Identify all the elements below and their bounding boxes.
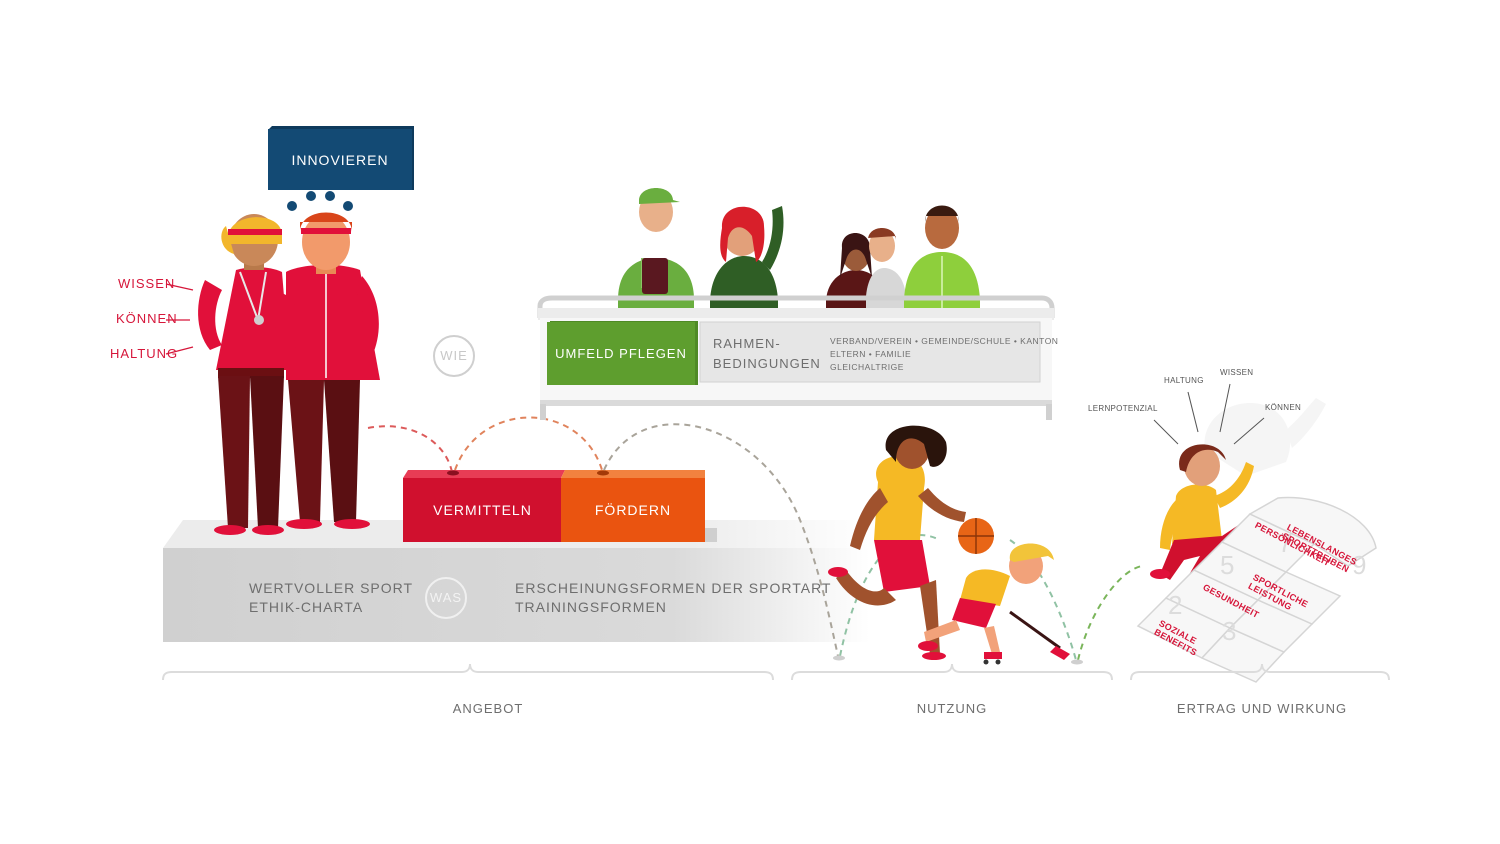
angebot-right-line-1: ERSCHEINUNGSFORMEN DER SPORTART xyxy=(515,580,832,596)
coach-man xyxy=(275,212,380,529)
hop-number: 9 xyxy=(1352,550,1366,580)
angebot-left-line-1: WERTVOLLER SPORT xyxy=(249,580,414,596)
platform-front xyxy=(163,548,870,642)
umfeld-label: UMFELD PFLEGEN xyxy=(555,346,687,361)
vermitteln-top xyxy=(403,470,565,478)
vermitteln-label: VERMITTELN xyxy=(433,502,532,518)
foerdern-top xyxy=(561,470,705,478)
hop-number: 3 xyxy=(1222,616,1236,646)
thought-dot xyxy=(287,201,297,211)
spectators xyxy=(618,188,980,310)
bounce-arc xyxy=(1077,565,1143,661)
thought-dot xyxy=(306,191,316,201)
brace-ertrag xyxy=(1130,663,1390,681)
rahmen-detail-1: VERBAND/VEREIN • GEMEINDE/SCHULE • KANTO… xyxy=(830,336,1059,346)
rahmen-detail-3: GLEICHALTRIGE xyxy=(830,362,904,372)
hop-number: 2 xyxy=(1168,590,1182,620)
rahmen-detail-2: ELTERN • FAMILIE xyxy=(830,349,912,359)
pointer-line xyxy=(1219,383,1231,433)
skill-koennen: KÖNNEN xyxy=(116,311,178,326)
brace-angebot xyxy=(162,663,774,681)
section-angebot: ANGEBOT xyxy=(452,701,524,716)
bounce-arc xyxy=(454,416,603,471)
bounce-mark xyxy=(1071,659,1083,665)
bounce-mark xyxy=(833,655,845,661)
hop-number: 5 xyxy=(1220,550,1234,580)
rahmen-line-2: BEDINGUNGEN xyxy=(713,356,821,371)
rahmen-line-1: RAHMEN- xyxy=(713,336,781,351)
block-step xyxy=(705,528,717,542)
pointer-line xyxy=(165,346,194,355)
foerdern-block xyxy=(561,478,705,542)
pointer-line xyxy=(165,283,194,291)
angebot-left-line-2: ETHIK-CHARTA xyxy=(249,599,364,615)
hopscotch-numbers: 9 7 5 2 3 xyxy=(1168,528,1366,646)
foerdern-label: FÖRDERN xyxy=(594,502,672,518)
pointer-line xyxy=(1153,419,1179,445)
skill-haltung: HALTUNG xyxy=(110,346,179,361)
pointer-line xyxy=(1233,417,1265,445)
section-ertrag: ERTRAG UND WIRKUNG xyxy=(1176,701,1348,716)
hop-number: 7 xyxy=(1278,528,1292,558)
innovieren-box xyxy=(268,129,412,190)
child-skill-lernpotenzial: LERNPOTENZIAL xyxy=(1088,404,1158,413)
child-skill-koennen: KÖNNEN xyxy=(1265,403,1302,412)
child-skill-haltung: HALTUNG xyxy=(1164,376,1204,385)
section-nutzung: NUTZUNG xyxy=(916,701,988,716)
brace-nutzung xyxy=(791,663,1113,681)
rahmen-panel xyxy=(699,321,1041,383)
angebot-right-line-2: TRAININGSFORMEN xyxy=(515,599,667,615)
ghost-child xyxy=(1204,398,1326,476)
vermitteln-block xyxy=(403,478,562,542)
was-circle xyxy=(425,577,467,619)
bounce-arc xyxy=(367,425,453,473)
skill-wissen: WISSEN xyxy=(118,276,176,291)
bounce-mark xyxy=(597,470,609,476)
thought-dot xyxy=(343,201,353,211)
hockey-kid xyxy=(918,543,1070,665)
was-label: WAS xyxy=(429,590,463,605)
wie-circle xyxy=(433,335,475,377)
innovieren-label: INNOVIEREN xyxy=(291,151,389,168)
umfeld-box xyxy=(547,322,695,385)
bounce-arc xyxy=(603,423,839,657)
wie-label: WIE xyxy=(440,348,468,363)
child-skill-wissen: WISSEN xyxy=(1220,368,1254,377)
bounce-mark xyxy=(447,470,459,476)
thought-dot xyxy=(325,191,335,201)
pointer-line xyxy=(1187,391,1199,433)
coach-woman xyxy=(198,214,290,535)
